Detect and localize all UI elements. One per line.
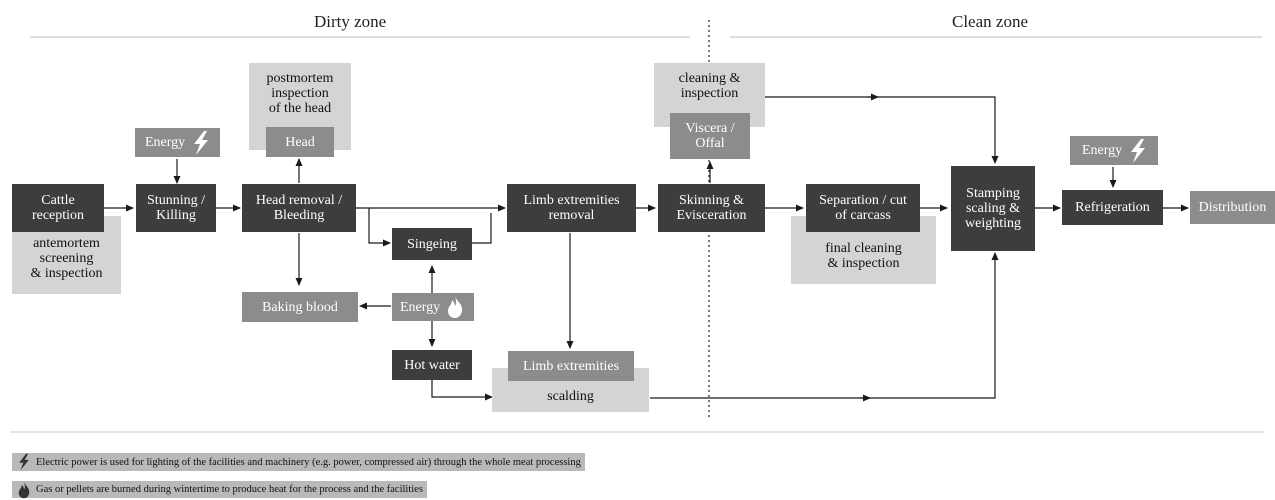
lightning-icon [19, 453, 29, 471]
separation-cut-carcass: Separation / cut of carcass [806, 184, 920, 232]
limb-extremities: Limb extremities [508, 351, 634, 381]
energy-stunning-label: Energy [145, 135, 186, 150]
energy-heat-label: Energy [400, 299, 441, 315]
legend-electric-text: Electric power is used for lighting of t… [36, 456, 581, 468]
energy-stunning: Energy [135, 128, 220, 157]
legend-gas: Gas or pellets are burned during wintert… [12, 481, 427, 498]
flame-icon [448, 296, 463, 318]
distribution: Distribution [1190, 191, 1275, 224]
energy-heat: Energy [392, 293, 474, 321]
singeing: Singeing [392, 228, 472, 260]
energy-refrigeration: Energy [1070, 136, 1158, 165]
clean-zone-title: Clean zone [952, 12, 1028, 31]
viscera-offal: Viscera / Offal [670, 113, 750, 159]
head-removal-bleeding: Head removal / Bleeding [242, 184, 356, 232]
dirty-zone-title: Dirty zone [314, 12, 387, 31]
legend-electric: Electric power is used for lighting of t… [12, 453, 585, 471]
refrigeration: Refrigeration [1062, 190, 1163, 225]
flame-icon [18, 481, 30, 498]
hot-water: Hot water [392, 350, 472, 380]
stamping-scaling-weighting: Stamping scaling & weighting [951, 166, 1035, 251]
head: Head [266, 127, 334, 157]
lightning-icon [194, 130, 209, 155]
baking-blood: Baking blood [242, 292, 358, 322]
lightning-icon [1131, 138, 1146, 163]
stunning-killing: Stunning / Killing [136, 184, 216, 232]
limb-extremities-removal: Limb extremities removal [507, 184, 636, 232]
legend-gas-text: Gas or pellets are burned during wintert… [36, 484, 423, 495]
skinning-evisceration: Skinning & Evisceration [658, 184, 765, 232]
energy-refrigeration-label: Energy [1082, 143, 1123, 158]
cattle-reception: Cattle reception [12, 184, 104, 232]
